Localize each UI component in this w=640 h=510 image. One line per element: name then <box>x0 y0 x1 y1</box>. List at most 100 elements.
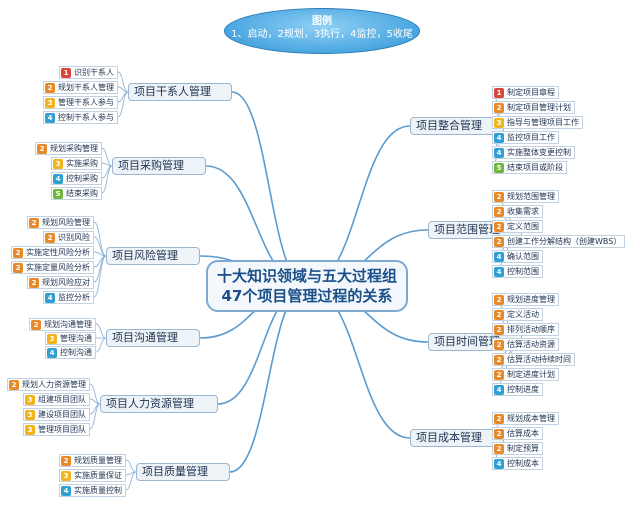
central-topic[interactable]: 十大知识领域与五大过程组 47个项目管理过程的关系 <box>206 260 408 312</box>
area-node[interactable]: 项目干系人管理 <box>128 83 232 101</box>
area-node[interactable]: 项目人力资源管理 <box>100 395 218 413</box>
process-label: 管理沟通 <box>60 333 92 343</box>
area-node[interactable]: 项目沟通管理 <box>106 329 200 347</box>
stage-badge: 5 <box>494 162 504 173</box>
stage-badge: 3 <box>61 470 71 481</box>
process-label: 收集需求 <box>507 206 539 216</box>
area-node[interactable]: 项目风险管理 <box>106 247 200 265</box>
stage-badge: 1 <box>61 67 71 78</box>
process-label: 管理项目团队 <box>38 424 86 434</box>
area-node[interactable]: 项目质量管理 <box>136 463 230 481</box>
central-topic-line1: 十大知识领域与五大过程组 <box>216 267 397 285</box>
process-label: 实施质量保证 <box>74 470 122 480</box>
area-node[interactable]: 项目整合管理 <box>410 117 504 135</box>
stage-badge: 4 <box>45 112 55 123</box>
process-label: 确认范围 <box>507 251 539 261</box>
area-node[interactable]: 项目成本管理 <box>410 429 504 447</box>
process-label: 组建项目团队 <box>38 394 86 404</box>
stage-badge: 3 <box>494 117 504 128</box>
process-label: 控制干系人参与 <box>58 112 114 122</box>
stage-badge: 2 <box>13 247 23 258</box>
connector <box>101 165 113 194</box>
connector <box>93 255 107 298</box>
process-label: 规划进度管理 <box>507 294 555 304</box>
stage-badge: 3 <box>25 394 35 405</box>
stage-badge: 2 <box>494 428 504 439</box>
stage-badge: 2 <box>61 455 71 466</box>
process-label: 估算成本 <box>507 428 539 438</box>
process-label: 规划成本管理 <box>507 413 555 423</box>
legend-ellipse: 图例 1、启动，2规划，3执行，4监控，5收尾 <box>224 8 420 54</box>
stage-badge: 2 <box>494 354 504 365</box>
process-label: 规划沟通管理 <box>44 319 92 329</box>
stage-badge: 4 <box>45 292 55 303</box>
stage-badge: 2 <box>494 236 504 247</box>
process-label: 识别干系人 <box>74 67 114 77</box>
area-node[interactable]: 项目采购管理 <box>112 157 206 175</box>
connector <box>93 221 107 257</box>
connector <box>117 91 129 118</box>
stage-badge: 3 <box>53 158 63 169</box>
process-label: 实施质量控制 <box>74 485 122 495</box>
connector <box>125 459 137 473</box>
process-label: 控制范围 <box>507 266 539 276</box>
process-label: 排列活动顺序 <box>507 324 555 334</box>
process-label: 规划干系人管理 <box>58 82 114 92</box>
process-label: 制定预算 <box>507 443 539 453</box>
stage-badge: 3 <box>45 97 55 108</box>
process-label: 实施定性风险分析 <box>26 247 90 257</box>
legend-line: 1、启动，2规划，3执行，4监控，5收尾 <box>231 29 413 40</box>
process-label: 识别风险 <box>58 232 90 242</box>
process-label: 创建工作分解结构（创建WBS） <box>507 236 622 246</box>
stage-badge: 2 <box>494 339 504 350</box>
central-topic-line2: 47个项目管理过程的关系 <box>221 287 393 305</box>
